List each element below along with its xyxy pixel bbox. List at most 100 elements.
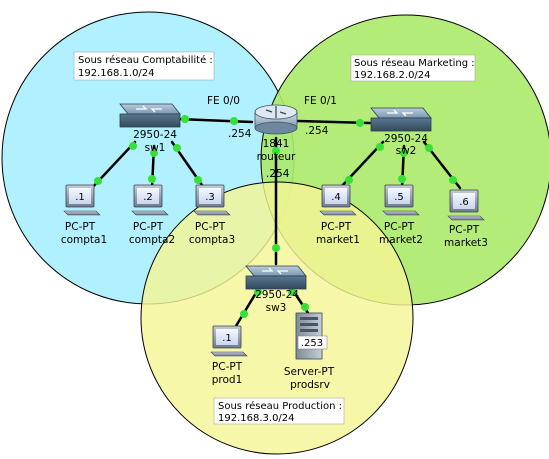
pc-type: PC-PT (321, 221, 352, 233)
pc-type: PC-PT (449, 224, 480, 236)
server-ip-box (297, 335, 328, 350)
server-prodsrv[interactable]: .253 Server-PT prodsrv (284, 312, 335, 391)
router-port-fe01: FE 0/1 (304, 95, 337, 107)
link-light (272, 244, 280, 252)
server-name: prodsrv (290, 379, 330, 391)
pc-keyboard (319, 210, 357, 216)
switch-name: sw2 (396, 145, 417, 157)
switch-top-face (119, 103, 181, 115)
switch-front-face (119, 113, 181, 128)
pc-type: PC-PT (65, 221, 96, 233)
link-light (148, 175, 156, 183)
pc-name: prod1 (212, 374, 243, 386)
pc-type: PC-PT (384, 221, 415, 233)
router-port-fe00: FE 0/0 (207, 95, 240, 107)
pc-screen (388, 188, 410, 204)
link-light (345, 176, 353, 184)
server-bay (300, 317, 318, 320)
pc-ip: .2 (143, 192, 153, 203)
subnet-comptabilite-title: Sous réseau Comptabilité : (78, 54, 213, 66)
subnet-comptabilite-address: 192.168.1.0/24 (78, 68, 155, 79)
link-light (230, 117, 238, 125)
pc-ip: .5 (394, 192, 404, 203)
link-light (400, 149, 408, 157)
switch-name: sw3 (266, 302, 287, 314)
switch-model: 2950-24 (133, 129, 177, 141)
subnet-labels: Sous réseau Comptabilité : 192.168.1.0/2… (73, 51, 476, 425)
subnet-production-title: Sous réseau Production : (218, 400, 342, 412)
pc-name: market3 (444, 237, 488, 249)
switch-name: sw1 (145, 142, 166, 154)
switch-arrows-icon (136, 105, 162, 113)
router-1841[interactable]: 1841 routeur (254, 104, 298, 163)
switch-front-face (245, 275, 307, 290)
pc-screen (216, 329, 238, 345)
link-light (194, 176, 202, 184)
link-lights (94, 115, 457, 318)
link-light (376, 143, 384, 151)
pc-ip: .1 (75, 192, 85, 203)
link-light (288, 288, 296, 296)
subnet-marketing-address: 192.168.2.0/24 (354, 70, 431, 81)
pc-keyboard (447, 215, 485, 221)
link-light (254, 288, 262, 296)
pc-ip: .1 (222, 333, 232, 344)
pc-ip: .6 (459, 197, 469, 208)
pc-screen (69, 188, 91, 204)
pc-name: market2 (379, 234, 423, 246)
link-light (181, 115, 189, 123)
pc-keyboard (131, 210, 169, 216)
subnet-circles (1, 11, 549, 455)
pc-prod1[interactable]: .1 PC-PT prod1 (210, 325, 248, 386)
router-ip-right: .254 (305, 125, 329, 137)
switch-sw2[interactable]: 2950-24 sw2 (370, 107, 432, 157)
router-ip-left: .254 (228, 128, 252, 140)
pc-type: PC-PT (212, 361, 243, 373)
router-name: routeur (257, 151, 296, 163)
link-light (356, 119, 364, 127)
link-light (129, 142, 137, 150)
pc-type: PC-PT (133, 221, 164, 233)
pc-market1[interactable]: .4 PC-PT market1 (316, 184, 360, 246)
pc-screen (199, 188, 221, 204)
link-light (425, 144, 433, 152)
pc-compta1[interactable]: .1 PC-PT compta1 (61, 184, 107, 246)
link-light (449, 176, 457, 184)
link-light (398, 175, 406, 183)
pc-keyboard (63, 210, 101, 216)
switch-model: 2950-24 (255, 289, 299, 301)
link-light (240, 310, 248, 318)
server-bay (300, 329, 318, 332)
link-light (301, 303, 309, 311)
router-arrows-icon (265, 106, 287, 118)
pc-type: PC-PT (195, 221, 226, 233)
pc-compta3[interactable]: .3 PC-PT compta3 (189, 184, 235, 246)
router-base (254, 121, 298, 135)
link-light (272, 147, 280, 155)
pc-compta2[interactable]: .2 PC-PT compta2 (129, 184, 175, 246)
pc-name: compta1 (61, 234, 107, 246)
pc-keyboard (193, 210, 231, 216)
pc-screen (137, 188, 159, 204)
link-light (150, 149, 158, 157)
pc-market2[interactable]: .5 PC-PT market2 (379, 184, 423, 246)
switch-sw1[interactable]: 2950-24 sw1 (119, 103, 181, 154)
router-model: 1841 (263, 138, 290, 150)
pc-name: compta3 (189, 234, 235, 246)
pc-keyboard (382, 210, 420, 216)
link-light (173, 144, 181, 152)
pc-ip: .3 (205, 192, 215, 203)
router-ip-bottom: .254 (266, 168, 290, 180)
pc-market3[interactable]: .6 PC-PT market3 (444, 189, 488, 249)
switch-front-face (370, 117, 432, 132)
router-interface-labels: FE 0/0 FE 0/1 .254 .254 .254 (207, 95, 337, 180)
link-sw1-router[interactable] (176, 117, 254, 124)
switch-sw3[interactable]: 2950-24 sw3 (245, 265, 307, 314)
server-bay (300, 323, 318, 326)
pc-name: market1 (316, 234, 360, 246)
pc-screen (453, 193, 475, 209)
server-ip: .253 (301, 338, 323, 349)
link-light (94, 177, 102, 185)
pc-keyboard (210, 351, 248, 357)
